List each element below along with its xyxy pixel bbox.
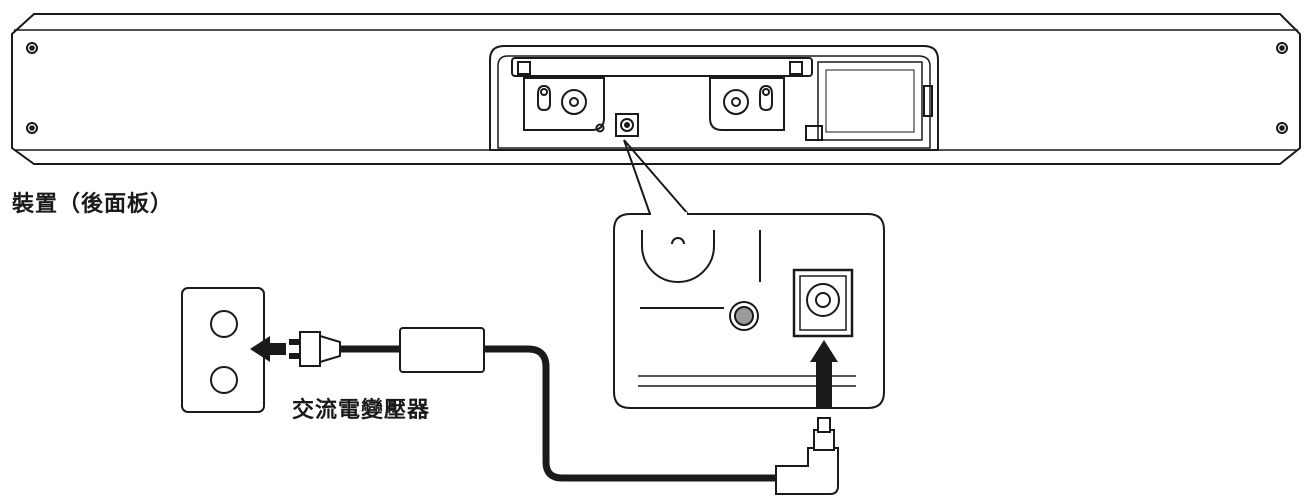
mounting-bracket-left bbox=[523, 77, 605, 131]
screw-icon bbox=[26, 122, 38, 134]
dc-cable bbox=[484, 345, 790, 482]
connector-bay bbox=[489, 45, 939, 151]
screw-icon bbox=[26, 42, 38, 54]
screw-icon bbox=[1276, 122, 1288, 134]
screw-icon bbox=[1276, 42, 1288, 54]
callout-frame bbox=[613, 213, 885, 409]
zoomed-port-fill bbox=[734, 306, 754, 326]
device-rear-panel bbox=[11, 13, 1301, 165]
device-rear-panel-label: 裝置（後面板） bbox=[12, 192, 174, 217]
direction-arrow-icon bbox=[250, 336, 286, 362]
power-plug-icon bbox=[289, 331, 341, 367]
dc-in-port bbox=[792, 268, 854, 338]
dc-in-port-small bbox=[615, 113, 639, 137]
callout-pointer bbox=[623, 139, 689, 215]
device-body bbox=[11, 13, 1301, 165]
dc-barrel-plug-icon bbox=[775, 417, 839, 495]
ac-adapter-icon bbox=[399, 327, 485, 373]
direction-arrow-icon bbox=[810, 340, 838, 408]
ac-adapter-label: 交流電變壓器 bbox=[292, 398, 431, 423]
mounting-bracket-right bbox=[709, 77, 785, 131]
zoom-callout bbox=[613, 139, 885, 409]
